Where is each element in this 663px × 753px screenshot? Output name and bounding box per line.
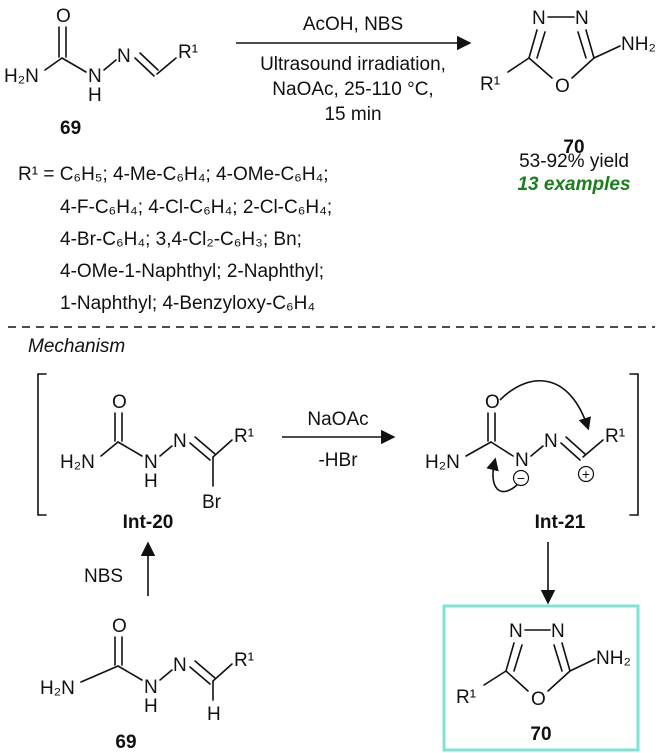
atom-n: N (515, 450, 529, 471)
atom-nh2: NH₂ (596, 648, 631, 669)
atom-r1: R¹ (234, 426, 254, 447)
condition-line-2: Ultrasound irradiation, (260, 54, 446, 75)
atom-o: O (485, 392, 500, 413)
compound-label-69: 69 (60, 118, 81, 139)
compound-label-70-bottom: 70 (530, 724, 551, 745)
compound-70-top: N N O NH₂ R¹ 70 (480, 8, 656, 158)
mechanism-brackets (37, 373, 639, 516)
atom-br: Br (202, 492, 222, 513)
atom-h2n: H₂N (4, 66, 39, 87)
atom-h: H (88, 85, 102, 106)
int-21-label: Int-21 (535, 512, 586, 533)
compound-69-top: O H₂N N H N R¹ 69 (4, 6, 198, 139)
reagent-minus-hbr: -HBr (318, 450, 358, 471)
examples-count: 13 examples (517, 174, 630, 195)
atom-n: N (144, 452, 158, 473)
int-20-label: Int-20 (123, 512, 174, 533)
atom-h2n: H₂N (60, 452, 95, 473)
atom-n: N (509, 621, 523, 642)
atom-n: N (532, 8, 546, 29)
atom-n: N (173, 655, 187, 676)
product-highlight-box (442, 604, 640, 752)
atom-n: N (173, 431, 187, 452)
atom-r1: R¹ (178, 42, 198, 63)
atom-o: O (531, 689, 546, 710)
reagent-naoac: NaOAc (307, 409, 368, 430)
substituent-line-2: 4-F-C₆H₄; 4-Cl-C₆H₄; 2-Cl-C₆H₄; (60, 197, 332, 218)
atom-r1: R¹ (480, 74, 500, 95)
compound-69-bottom: O H₂N N H N R¹ H 69 (40, 616, 254, 753)
atom-o: O (112, 392, 127, 413)
condition-line-4: 15 min (324, 104, 381, 125)
atom-r1: R¹ (605, 426, 625, 447)
atom-nh2: NH₂ (621, 34, 656, 55)
atom-n: N (144, 677, 158, 698)
atom-h: H (144, 696, 158, 717)
atom-n: N (544, 431, 558, 452)
condition-line-3: NaOAc, 25-110 °C, (272, 79, 433, 100)
substituent-line-4: 4-OMe-1-Naphthyl; 2-Naphthyl; (60, 261, 324, 282)
positive-charge: + (582, 466, 590, 482)
atom-h: H (207, 704, 221, 725)
atom-n: N (88, 66, 102, 87)
negative-charge: − (517, 470, 525, 486)
curved-arrow-n-to-c (486, 457, 518, 493)
compound-label-70: 70 (563, 137, 584, 158)
yield-text: 53-92% yield (519, 151, 629, 172)
atom-o: O (112, 616, 127, 637)
atom-h: H (144, 471, 158, 492)
compound-70-bottom: N N O NH₂ R¹ 70 (456, 621, 631, 745)
atom-r1: R¹ (456, 687, 476, 708)
int-21-structure: O H₂N N − N R¹ + Int-21 (425, 379, 625, 533)
curved-arrow-o-to-c (499, 379, 591, 431)
atom-n: N (575, 8, 589, 29)
reagent-nbs: NBS (84, 566, 123, 587)
compound-label-69-bottom: 69 (115, 732, 136, 753)
int-20-structure: O H₂N N H N R¹ Br Int-20 (60, 392, 254, 533)
atom-r1: R¹ (234, 650, 254, 671)
atom-h2n: H₂N (40, 678, 75, 699)
condition-line-1: AcOH, NBS (303, 14, 403, 35)
atom-h2n: H₂N (425, 452, 460, 473)
atom-n: N (117, 46, 131, 67)
atom-o: O (555, 76, 570, 97)
substituent-line-1: R¹ = C₆H₅; 4-Me-C₆H₄; 4-OMe-C₆H₄; (18, 164, 329, 185)
substituent-line-5: 1-Naphthyl; 4-Benzyloxy-C₆H₄ (60, 293, 315, 314)
atom-o: O (56, 6, 71, 27)
mechanism-heading: Mechanism (28, 336, 125, 357)
substituent-line-3: 4-Br-C₆H₄; 3,4-Cl₂-C₆H₃; Bn; (60, 229, 302, 250)
atom-n: N (551, 621, 565, 642)
